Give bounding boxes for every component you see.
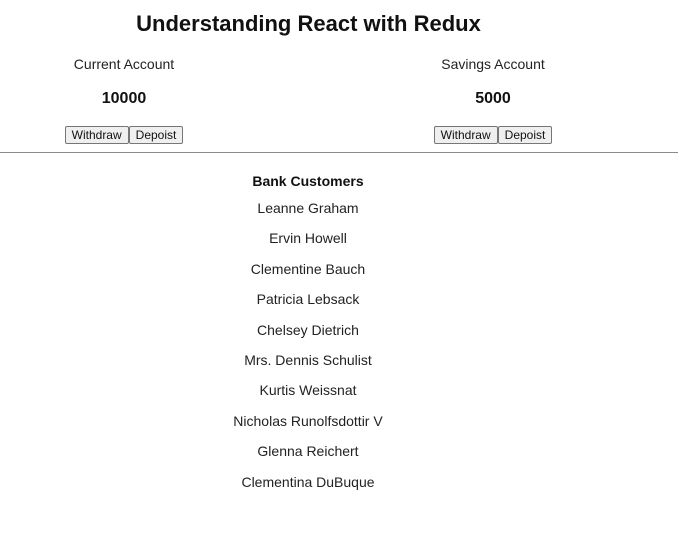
savings-account-balance: 5000 — [475, 90, 511, 107]
current-account-label: Current Account — [73, 56, 175, 72]
list-item: Kurtis Weissnat — [259, 382, 357, 399]
list-item: Patricia Lebsack — [256, 291, 360, 308]
bank-customers-section: Bank Customers Leanne Graham Ervin Howel… — [178, 172, 438, 503]
customer-list: Leanne Graham Ervin Howell Clementine Ba… — [178, 199, 438, 491]
list-item: Leanne Graham — [257, 200, 359, 216]
list-item: Nicholas Runolfsdottir V — [233, 412, 383, 429]
list-item: Mrs. Dennis Schulist — [244, 351, 372, 368]
savings-account-label: Savings Account — [441, 56, 545, 72]
current-withdraw-button[interactable]: Withdraw — [64, 126, 129, 144]
list-item: Chelsey Dietrich — [257, 321, 359, 338]
current-deposit-button[interactable]: Depoist — [128, 126, 184, 144]
current-account-balance: 10000 — [101, 90, 147, 107]
list-item: Glenna Reichert — [257, 443, 359, 460]
bank-customers-heading: Bank Customers — [252, 173, 364, 189]
page-title: Understanding React with Redux — [136, 11, 481, 36]
section-divider — [0, 152, 678, 153]
savings-deposit-button[interactable]: Depoist — [497, 126, 553, 144]
list-item: Ervin Howell — [269, 230, 347, 247]
list-item: Clementina DuBuque — [241, 473, 375, 490]
list-item: Clementine Bauch — [250, 260, 366, 277]
savings-withdraw-button[interactable]: Withdraw — [433, 126, 498, 144]
